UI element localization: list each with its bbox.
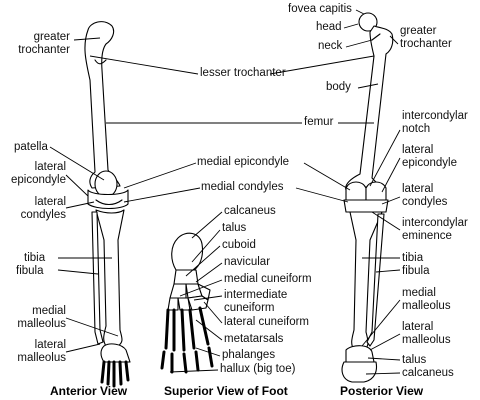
anterior-femur xyxy=(84,21,121,189)
label-navicular: navicular xyxy=(224,256,271,268)
label-fibula-right: fibula xyxy=(402,265,430,277)
label-cuboid: cuboid xyxy=(222,239,256,251)
posterior-fibula xyxy=(366,213,385,347)
label-medial-cuneiform: medial cuneiform xyxy=(224,273,312,285)
label-body: body xyxy=(326,81,351,93)
anterior-foot xyxy=(100,343,131,388)
label-fibula-left: fibula xyxy=(16,265,44,277)
label-lateral-malleolus-right: lateral malleolus xyxy=(402,321,451,346)
label-greater-trochanter-right: greater trochanter xyxy=(400,25,452,50)
posterior-knee xyxy=(343,181,389,213)
posterior-foot xyxy=(341,345,378,383)
label-talus-foot: talus xyxy=(222,222,247,234)
label-intercondylar-notch: intercondylar notch xyxy=(402,110,468,135)
label-lateral-epicondyle-left: lateral epicondyle xyxy=(11,161,66,186)
label-phalanges: phalanges xyxy=(222,349,276,361)
label-hallux: hallux (big toe) xyxy=(220,363,296,375)
label-medial-malleolus-right: medial malleolus xyxy=(402,287,451,312)
label-lateral-condyles-right: lateral condyles xyxy=(402,183,448,208)
title-posterior-view: Posterior View xyxy=(340,384,424,398)
anterior-fibula xyxy=(91,211,104,345)
leader-lines xyxy=(49,9,401,375)
label-intercondylar-eminence: intercondylar eminence xyxy=(402,217,468,242)
label-medial-condyles: medial condyles xyxy=(201,181,284,193)
label-lesser-trochanter: lesser trochanter xyxy=(200,67,286,79)
label-calcaneus-right: calcaneus xyxy=(402,367,454,379)
label-metatarsals: metatarsals xyxy=(224,333,284,345)
label-medial-malleolus-left: medial malleolus xyxy=(17,305,66,330)
label-intermediate-cuneiform: intermediate cuneiform xyxy=(224,289,288,314)
label-neck: neck xyxy=(318,40,343,52)
label-femur: femur xyxy=(304,116,334,128)
label-fovea-capitis: fovea capitis xyxy=(288,3,352,15)
label-patella: patella xyxy=(14,141,48,153)
label-lateral-epicondyle-right: lateral epicondyle xyxy=(402,144,457,169)
posterior-femur xyxy=(345,12,394,191)
label-tibia-right: tibia xyxy=(402,252,424,264)
anterior-patella xyxy=(94,170,118,198)
label-greater-trochanter-left: greater trochanter xyxy=(18,31,70,56)
label-lateral-condyles-left: lateral condyles xyxy=(20,196,66,221)
label-talus-right: talus xyxy=(402,354,427,366)
label-calcaneus-foot: calcaneus xyxy=(224,205,276,217)
anterior-tibia xyxy=(95,209,125,347)
title-superior-view: Superior View of Foot xyxy=(164,384,288,398)
label-medial-epicondyle: medial epicondyle xyxy=(197,156,290,168)
label-lateral-malleolus-left: lateral malleolus xyxy=(17,339,66,364)
label-lateral-cuneiform: lateral cuneiform xyxy=(224,316,310,328)
anterior-knee xyxy=(87,189,129,210)
title-anterior-view: Anterior View xyxy=(50,384,128,398)
label-tibia-left: tibia xyxy=(24,252,46,264)
label-head: head xyxy=(316,21,342,33)
